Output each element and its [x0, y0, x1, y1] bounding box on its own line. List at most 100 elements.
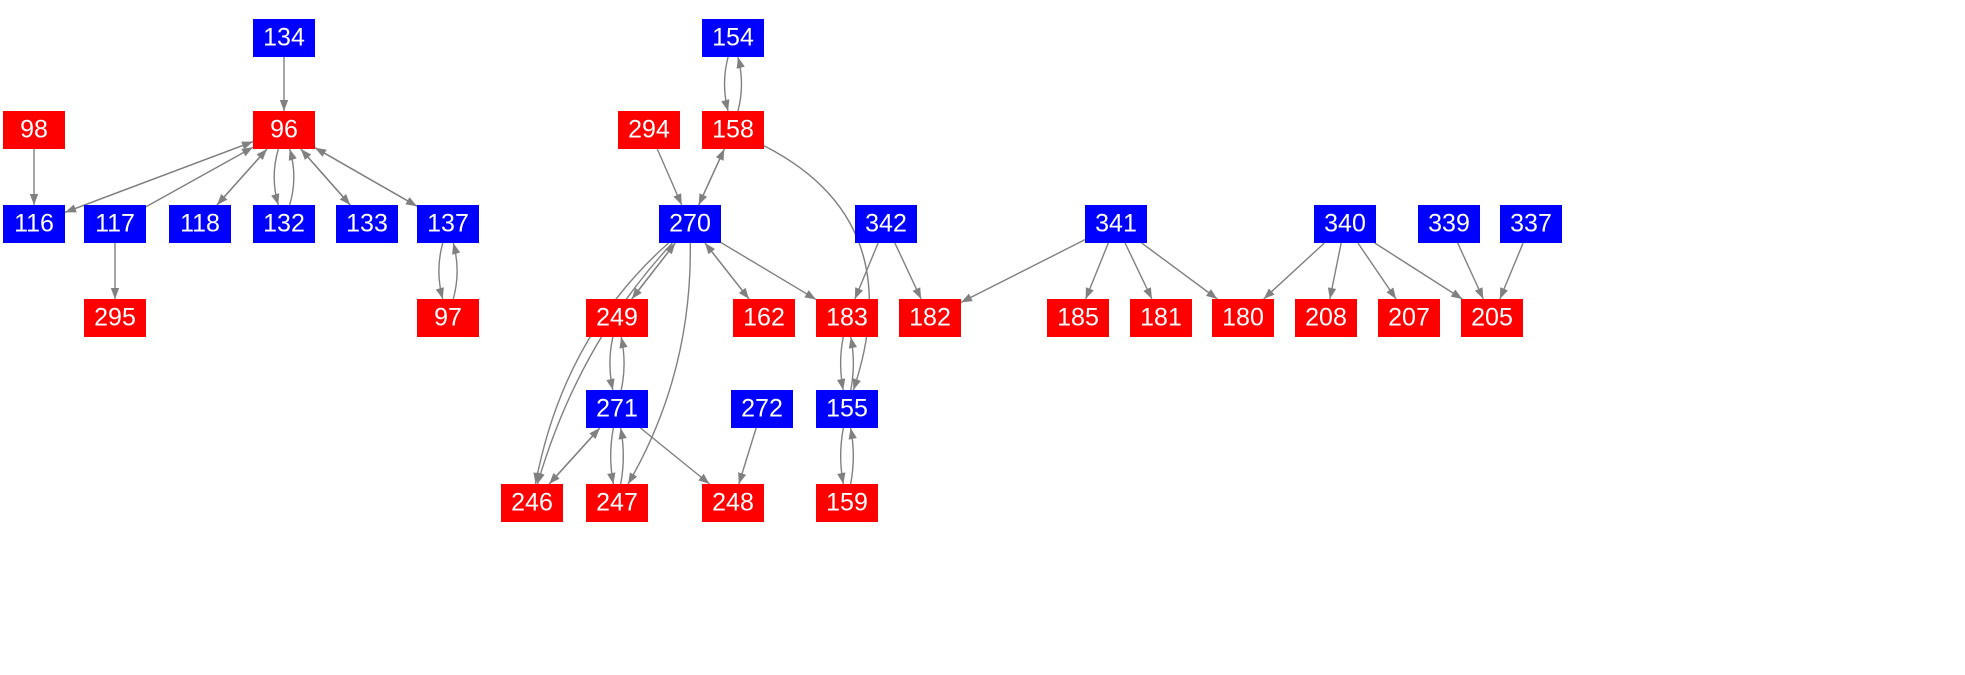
node-box[interactable] — [586, 484, 648, 522]
node-box[interactable] — [1130, 299, 1192, 337]
graph-node[interactable]: 132 — [253, 205, 315, 243]
node-label: 205 — [1471, 304, 1513, 332]
node-box[interactable] — [618, 111, 680, 149]
node-box[interactable] — [501, 484, 563, 522]
node-box[interactable] — [586, 390, 648, 428]
edge-arrowhead — [1450, 289, 1463, 299]
node-box[interactable] — [702, 19, 764, 57]
graph-node[interactable]: 249 — [586, 299, 648, 337]
node-box[interactable] — [84, 205, 146, 243]
graph-node[interactable]: 342 — [855, 205, 917, 243]
graph-node[interactable]: 180 — [1212, 299, 1274, 337]
node-box[interactable] — [855, 205, 917, 243]
node-label: 182 — [909, 304, 951, 332]
node-box[interactable] — [84, 299, 146, 337]
node-label: 246 — [511, 489, 553, 517]
graph-node[interactable]: 270 — [659, 205, 721, 243]
edge-arrowhead — [852, 378, 861, 390]
node-box[interactable] — [586, 299, 648, 337]
graph-edge — [720, 241, 817, 301]
graph-node[interactable]: 117 — [84, 205, 146, 243]
node-label: 248 — [712, 489, 754, 517]
graph-node[interactable]: 207 — [1378, 299, 1440, 337]
graph-node[interactable]: 158 — [702, 111, 764, 149]
node-box[interactable] — [253, 19, 315, 57]
graph-node[interactable]: 155 — [816, 390, 878, 428]
node-box[interactable] — [816, 299, 878, 337]
graph-node[interactable]: 137 — [417, 205, 479, 243]
node-box[interactable] — [702, 484, 764, 522]
graph-node[interactable]: 341 — [1085, 205, 1147, 243]
graph-edge — [536, 242, 673, 485]
node-box[interactable] — [1461, 299, 1523, 337]
node-box[interactable] — [1047, 299, 1109, 337]
graph-node[interactable]: 295 — [84, 299, 146, 337]
node-box[interactable] — [1085, 205, 1147, 243]
graph-node[interactable]: 248 — [702, 484, 764, 522]
node-box[interactable] — [1314, 205, 1376, 243]
node-box[interactable] — [731, 390, 793, 428]
graph-node[interactable]: 162 — [733, 299, 795, 337]
graph-node[interactable]: 96 — [253, 111, 315, 149]
node-label: 155 — [826, 395, 868, 423]
graph-node[interactable]: 208 — [1295, 299, 1357, 337]
edge-arrowhead — [912, 287, 922, 299]
graph-node[interactable]: 247 — [586, 484, 648, 522]
node-box[interactable] — [3, 205, 65, 243]
graph-node[interactable]: 339 — [1418, 205, 1480, 243]
graph-node[interactable]: 340 — [1314, 205, 1376, 243]
edge-arrowhead — [1143, 287, 1152, 299]
node-box[interactable] — [169, 205, 231, 243]
edge-arrowhead — [241, 147, 253, 157]
node-box[interactable] — [3, 111, 65, 149]
graph-node[interactable]: 271 — [586, 390, 648, 428]
graph-node[interactable]: 185 — [1047, 299, 1109, 337]
graph-node[interactable]: 154 — [702, 19, 764, 57]
edge-arrowhead — [721, 99, 730, 111]
edge-arrowhead — [848, 337, 858, 349]
graph-node[interactable]: 134 — [253, 19, 315, 57]
node-box[interactable] — [1500, 205, 1562, 243]
graph-node[interactable]: 182 — [899, 299, 961, 337]
edge-arrowhead — [288, 149, 297, 161]
edge-arrowhead — [1205, 289, 1218, 299]
node-label: 133 — [346, 210, 388, 238]
node-label: 98 — [20, 116, 48, 144]
graph-node[interactable]: 181 — [1130, 299, 1192, 337]
node-label: 340 — [1324, 210, 1366, 238]
node-box[interactable] — [659, 205, 721, 243]
edge-arrowhead — [665, 243, 676, 255]
graph-edge — [1263, 242, 1325, 300]
node-box[interactable] — [702, 111, 764, 149]
graph-node[interactable]: 159 — [816, 484, 878, 522]
graph-node[interactable]: 246 — [501, 484, 563, 522]
graph-node[interactable]: 272 — [731, 390, 793, 428]
edge-arrowhead — [256, 149, 268, 161]
graph-node[interactable]: 294 — [618, 111, 680, 149]
edge-arrowhead — [1499, 287, 1508, 299]
node-box[interactable] — [899, 299, 961, 337]
node-box[interactable] — [253, 205, 315, 243]
graph-node[interactable]: 118 — [169, 205, 231, 243]
graph-node[interactable]: 97 — [417, 299, 479, 337]
graph-node[interactable]: 116 — [3, 205, 65, 243]
graph-node[interactable]: 183 — [816, 299, 878, 337]
node-box[interactable] — [1418, 205, 1480, 243]
edge-arrowhead — [110, 288, 120, 299]
graph-node[interactable]: 205 — [1461, 299, 1523, 337]
graph-node[interactable]: 98 — [3, 111, 65, 149]
node-label: 137 — [427, 210, 469, 238]
node-box[interactable] — [253, 111, 315, 149]
node-box[interactable] — [417, 205, 479, 243]
node-box[interactable] — [733, 299, 795, 337]
node-box[interactable] — [1212, 299, 1274, 337]
node-box[interactable] — [336, 205, 398, 243]
node-box[interactable] — [417, 299, 479, 337]
node-box[interactable] — [1378, 299, 1440, 337]
node-box[interactable] — [816, 390, 878, 428]
graph-node[interactable]: 337 — [1500, 205, 1562, 243]
node-box[interactable] — [1295, 299, 1357, 337]
node-label: 134 — [263, 24, 305, 52]
graph-node[interactable]: 133 — [336, 205, 398, 243]
node-box[interactable] — [816, 484, 878, 522]
